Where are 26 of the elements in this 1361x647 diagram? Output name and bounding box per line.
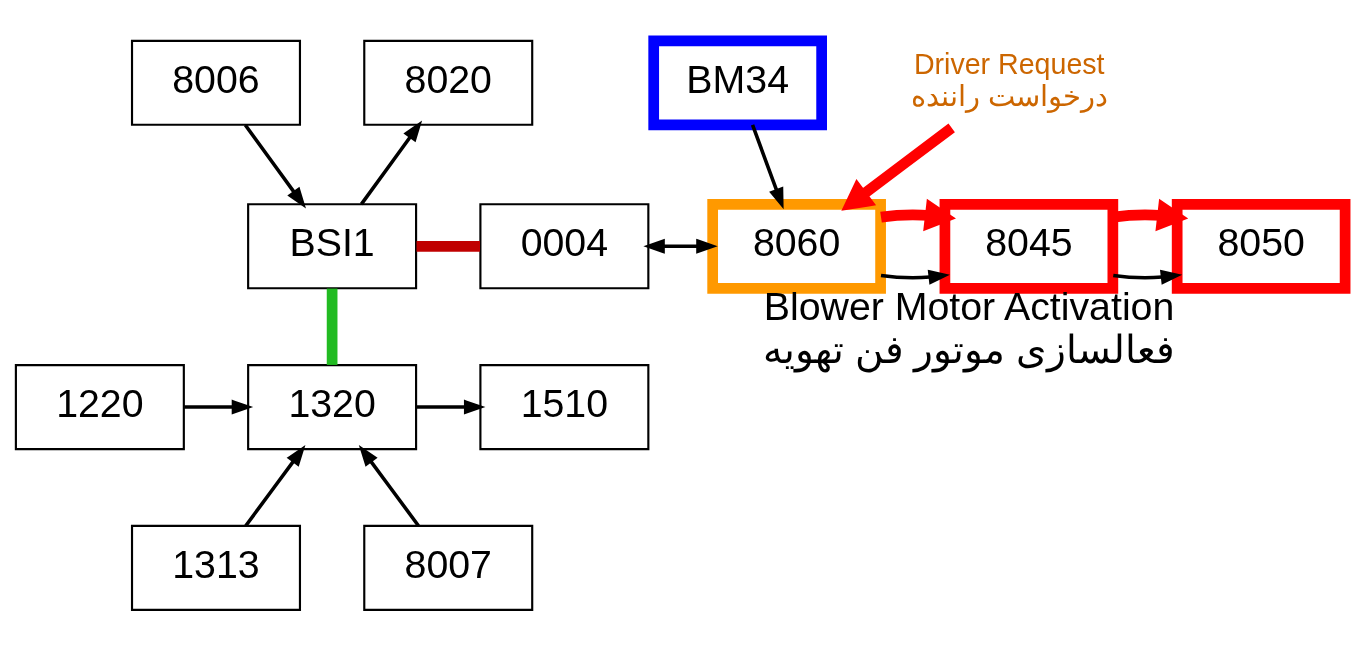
- arrow: [359, 120, 423, 205]
- node-box: 1510: [479, 363, 650, 450]
- node-box: 1320: [247, 363, 418, 450]
- node-box: 8050: [1171, 198, 1351, 294]
- arrow: [750, 123, 784, 209]
- arrow: [1113, 269, 1183, 285]
- arrow: [243, 123, 306, 209]
- arrow: [358, 444, 420, 527]
- arrow: [643, 238, 718, 254]
- node-box: 8007: [363, 524, 534, 611]
- connector: [416, 240, 481, 252]
- arrow: [416, 399, 486, 415]
- arrow: [184, 399, 254, 415]
- node-box: BM34: [648, 34, 827, 130]
- node-box: 8006: [130, 39, 302, 126]
- node-box: BSI1: [247, 202, 418, 289]
- node-box: 1313: [130, 524, 302, 611]
- arrow: [841, 123, 955, 211]
- node-box: 0004: [479, 202, 650, 289]
- node-box: 8020: [363, 39, 534, 126]
- connector: [326, 288, 338, 365]
- arrow: [880, 198, 956, 231]
- node-label: فعالسازی موتور فن تهویه: [762, 326, 1176, 371]
- arrow: [880, 269, 950, 285]
- node-box: 1220: [14, 363, 185, 450]
- arrow: [244, 444, 306, 527]
